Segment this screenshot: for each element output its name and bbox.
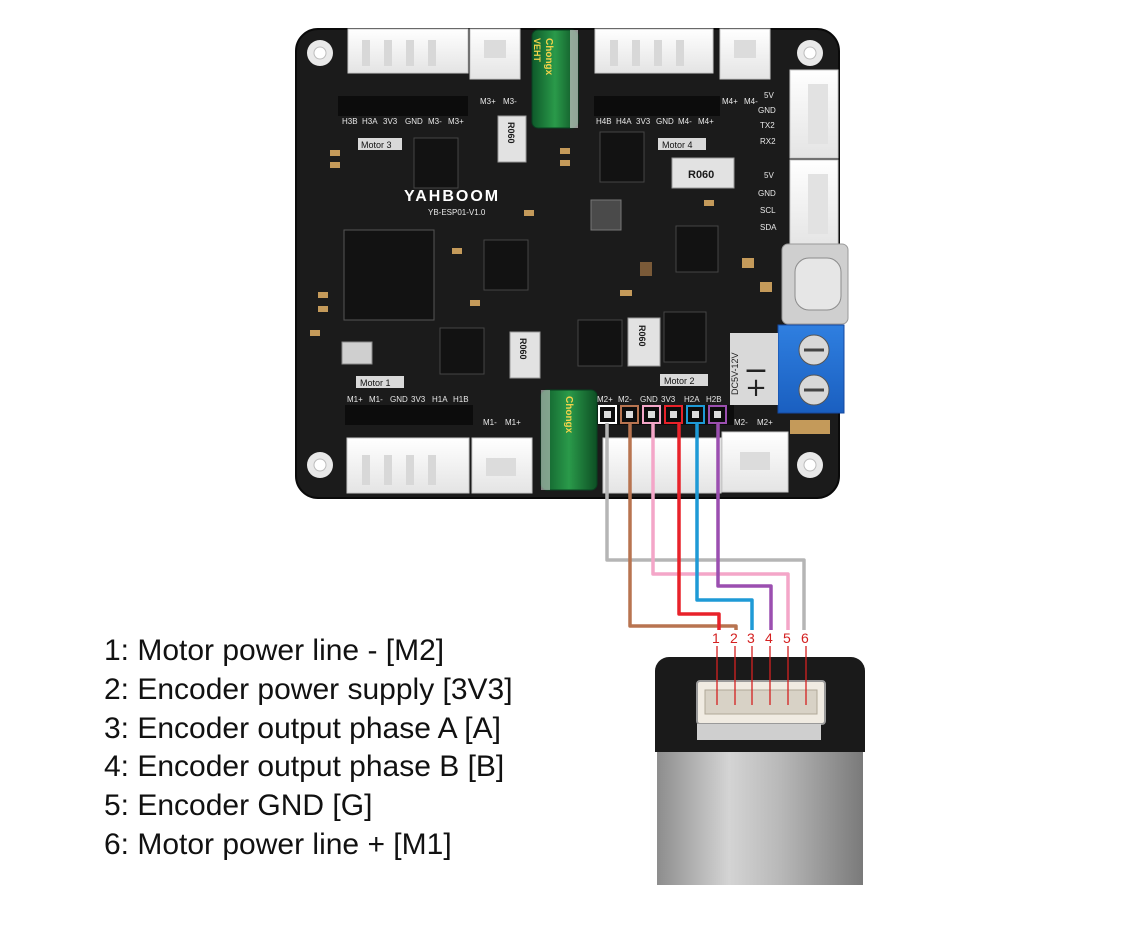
- svg-text:GND: GND: [656, 117, 674, 126]
- svg-text:M1-: M1-: [369, 395, 383, 404]
- legend-item: 4: Encoder output phase B [B]: [104, 750, 505, 784]
- wire-pin1: [605, 423, 806, 630]
- svg-text:5V: 5V: [764, 91, 774, 100]
- svg-text:M1-: M1-: [483, 418, 497, 427]
- svg-text:M2-: M2-: [734, 418, 748, 427]
- svg-text:3V3: 3V3: [636, 117, 651, 126]
- brand-logo: YAHBOOM: [404, 188, 500, 205]
- svg-text:GND: GND: [758, 106, 776, 115]
- svg-text:Chongx: Chongx: [543, 38, 554, 76]
- svg-text:R060: R060: [506, 122, 516, 144]
- usb-c-port-icon: [781, 243, 849, 325]
- pin-header-top: [338, 96, 720, 425]
- legend-item: 5: Encoder GND [G]: [104, 789, 373, 823]
- svg-text:M2-: M2-: [618, 395, 632, 404]
- shunt-resistor-icon: R060 R060 R060 R060: [497, 115, 735, 379]
- svg-text:4: 4: [765, 630, 773, 646]
- svg-text:M4+: M4+: [722, 97, 738, 106]
- svg-text:VEHT: VEHT: [532, 38, 542, 63]
- mounting-hole-icon: [307, 40, 823, 478]
- driver-board: − + DC5V-12V H3B H3A 3V3 GND M3- M3+ H4B…: [295, 28, 849, 499]
- jst-connector-bottom: [346, 431, 789, 494]
- svg-text:H3A: H3A: [362, 117, 378, 126]
- svg-text:Motor 2: Motor 2: [664, 376, 695, 386]
- legend-item: 3: Encoder output phase A [A]: [104, 711, 501, 745]
- svg-text:GND: GND: [640, 395, 658, 404]
- svg-text:−: −: [743, 353, 768, 388]
- wire-pin6: [716, 423, 773, 630]
- smd-components: [310, 148, 830, 434]
- wire-pin4: [677, 423, 721, 630]
- pin-legend: 1: Motor power line - [M2] 2: Encoder po…: [104, 632, 513, 865]
- svg-text:M1+: M1+: [347, 395, 363, 404]
- legend-item: 2: Encoder power supply [3V3]: [104, 672, 513, 706]
- svg-text:Motor 3: Motor 3: [361, 140, 392, 150]
- svg-text:GND: GND: [758, 189, 776, 198]
- svg-text:Motor 1: Motor 1: [360, 378, 391, 388]
- svg-text:6: 6: [801, 630, 809, 646]
- encoder-header: [596, 405, 734, 425]
- svg-text:5: 5: [783, 630, 791, 646]
- svg-text:GND: GND: [405, 117, 423, 126]
- svg-text:M3+: M3+: [480, 97, 496, 106]
- motor-body: [657, 745, 863, 885]
- wire-pin2: [628, 423, 738, 630]
- wire-pin5: [695, 423, 754, 630]
- connector-pin-numbers: 1 2 3 4 5 6: [712, 630, 809, 646]
- svg-text:R060: R060: [518, 338, 528, 360]
- svg-text:5V: 5V: [764, 171, 774, 180]
- svg-text:M3-: M3-: [428, 117, 442, 126]
- svg-text:M2+: M2+: [757, 418, 773, 427]
- encoder-motor: 1 2 3 4 5 6: [655, 630, 865, 885]
- svg-text:M1+: M1+: [505, 418, 521, 427]
- legend-item: 1: Motor power line - [M2]: [104, 634, 445, 667]
- svg-text:+: +: [745, 373, 767, 403]
- board-model: YB-ESP01-V1.0: [428, 208, 486, 217]
- svg-text:GND: GND: [390, 395, 408, 404]
- capacitor-icon: Chongx VEHT Chongx: [531, 29, 598, 491]
- board-silkscreen: YAHBOOM YB-ESP01-V1.0 Motor 3 Motor 4 Mo…: [356, 138, 708, 388]
- svg-text:RX2: RX2: [760, 137, 776, 146]
- svg-text:M4+: M4+: [698, 117, 714, 126]
- jst-connector-side: [789, 69, 839, 249]
- svg-text:M4-: M4-: [744, 97, 758, 106]
- svg-text:TX2: TX2: [760, 121, 775, 130]
- svg-text:SDA: SDA: [760, 223, 777, 232]
- svg-text:H4B: H4B: [596, 117, 612, 126]
- header-labels: H3B H3A 3V3 GND M3- M3+ H4B H4A 3V3 GND …: [342, 91, 777, 427]
- svg-text:H2B: H2B: [706, 395, 722, 404]
- svg-text:H4A: H4A: [616, 117, 632, 126]
- svg-text:3V3: 3V3: [411, 395, 426, 404]
- wire-pin3: [651, 423, 790, 630]
- svg-text:3: 3: [747, 630, 755, 646]
- svg-text:1: 1: [712, 630, 720, 646]
- jst-connector-top: [347, 28, 771, 80]
- svg-text:M2+: M2+: [597, 395, 613, 404]
- svg-text:M4-: M4-: [678, 117, 692, 126]
- svg-text:H3B: H3B: [342, 117, 358, 126]
- ic-chip-icon: [341, 131, 719, 375]
- wires: [605, 423, 806, 630]
- svg-text:H1B: H1B: [453, 395, 469, 404]
- svg-text:Motor 4: Motor 4: [662, 140, 693, 150]
- svg-text:H2A: H2A: [684, 395, 700, 404]
- power-terminal-icon: − + DC5V-12V: [730, 324, 845, 414]
- power-label: DC5V-12V: [730, 352, 740, 395]
- svg-text:R060: R060: [637, 325, 647, 347]
- svg-text:Chongx: Chongx: [563, 396, 574, 434]
- svg-text:3V3: 3V3: [383, 117, 398, 126]
- svg-text:2: 2: [730, 630, 738, 646]
- legend-item: 6: Motor power line + [M1]: [104, 827, 452, 861]
- svg-text:3V3: 3V3: [661, 395, 676, 404]
- svg-text:R060: R060: [688, 169, 714, 181]
- svg-text:M3-: M3-: [503, 97, 517, 106]
- svg-text:H1A: H1A: [432, 395, 448, 404]
- svg-text:M3+: M3+: [448, 117, 464, 126]
- svg-text:SCL: SCL: [760, 206, 776, 215]
